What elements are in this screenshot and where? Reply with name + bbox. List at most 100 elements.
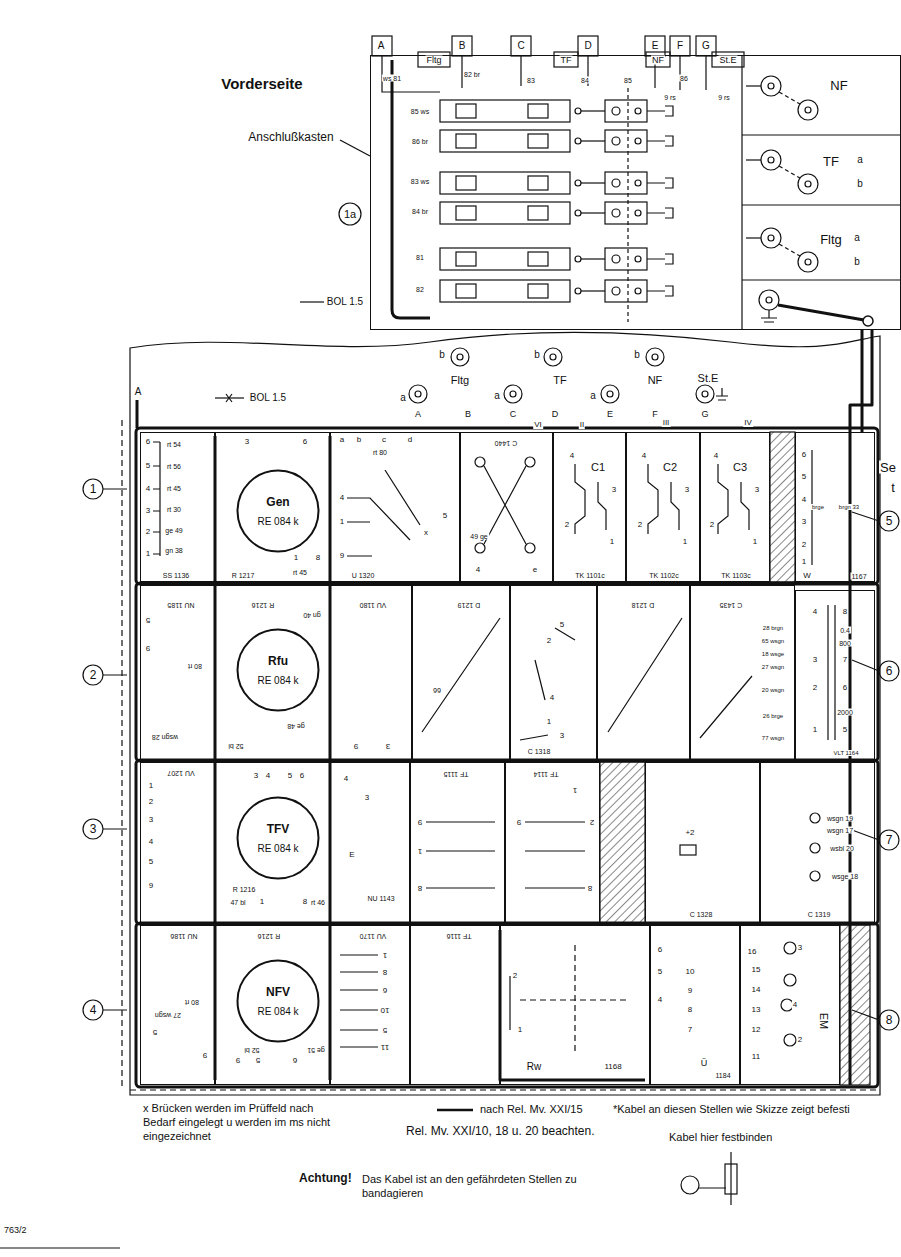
pin-label: rt 45 (292, 569, 308, 576)
pin-label: C (509, 410, 518, 419)
module-box: NU 1143 (330, 762, 410, 925)
pin-label: B (458, 41, 467, 51)
module-label: TK 1102c (648, 572, 679, 579)
pin-label: 85 (623, 77, 633, 84)
pin-label: BOL 1.5 (249, 393, 287, 403)
pin-label: 16 (747, 948, 758, 956)
module-label: NU 1186 (169, 933, 198, 940)
pin-label: 4 (792, 1001, 798, 1009)
pin-label: 5 (145, 462, 151, 470)
pin-label: 66 (432, 687, 442, 694)
module-box: NU 1186 (140, 925, 215, 1085)
module-label: TF (822, 155, 840, 168)
module-label: R 1217 (231, 572, 256, 579)
module-box: VU 1180 (330, 585, 412, 760)
pin-label: 3 (611, 486, 617, 494)
pin-label: 85 ws (410, 108, 430, 115)
pin-label: 9 (148, 882, 154, 890)
module-box: C 1319 (760, 762, 875, 925)
pin-label: 2 (801, 541, 807, 549)
callout-number: 2 (89, 669, 98, 681)
pin-label: 11 (380, 1043, 390, 1051)
pin-label: 20 wsgn (761, 687, 785, 693)
pin-label: wsbl 20 (829, 845, 855, 852)
pin-label: 77 wsgn (761, 735, 785, 741)
pin-label: 4 (641, 452, 647, 460)
pin-label: 1 (259, 898, 265, 906)
pin-label: 15 (751, 966, 762, 974)
module-box: D 1219 (412, 585, 510, 760)
pin-label: rt 56 (166, 463, 182, 470)
pin-label: 81 (415, 254, 425, 261)
pin-label: 9 (235, 1056, 241, 1064)
pin-label: wsgn 17 (826, 827, 854, 834)
module-box: U 1320 (330, 432, 460, 582)
pin-label: IV (743, 419, 753, 427)
pin-label: 3 (559, 732, 565, 740)
pin-label: 1 (145, 550, 151, 558)
module-label: C 1440 (494, 440, 519, 447)
module-label: 1184 (714, 1072, 731, 1079)
pin-label: x (423, 529, 429, 537)
module-box: VU 1170 (330, 925, 410, 1085)
pin-label: 2 (812, 684, 818, 692)
pin-label: NF (647, 375, 664, 386)
pin-label: rt 80 (372, 449, 388, 456)
pin-label: E (606, 410, 614, 419)
box-heading: Anschlußkasten (247, 131, 334, 143)
pin-label: ws 81 (382, 75, 402, 82)
module-box: VLT 1164 (795, 590, 875, 760)
pin-label: TF (560, 56, 573, 65)
module-label: C 1318 (527, 748, 552, 755)
module-label: C 1435 (719, 602, 744, 609)
module-label: W (802, 572, 812, 580)
pin-label: 13 (751, 1006, 762, 1014)
pin-label: BOL 1.5 (326, 297, 364, 307)
module-label: VU 1170 (359, 933, 388, 940)
pin-label: rt 54 (166, 441, 182, 448)
pin-label: 84 br (411, 208, 429, 215)
pin-label: 4 (713, 452, 719, 460)
module-box: C 1328 (645, 762, 760, 925)
pin-label: 1 (417, 847, 423, 855)
module-label: Ü (700, 1059, 709, 1068)
junction-box: AnschlußkastenNFTFFltg (370, 55, 901, 330)
pin-label: 49 ge (469, 533, 489, 540)
pin-label: a (339, 436, 345, 444)
pin-label: 5 (801, 473, 807, 481)
pin-label: 4 (801, 496, 807, 504)
module-label: VU 1180 (359, 602, 388, 609)
module-label: TFV (266, 823, 291, 835)
module-label: Rfu (267, 655, 289, 667)
tube-outline (236, 959, 320, 1043)
module-label: TF 1116 (445, 933, 472, 940)
pin-label: 1 (572, 786, 578, 794)
pin-label: a (853, 233, 861, 243)
pin-label: Fltg (425, 56, 442, 65)
module-label: SS 1136 (162, 572, 190, 579)
pin-label: Se (879, 461, 897, 474)
pin-label: b (853, 257, 861, 267)
pin-label: 6 (299, 772, 305, 780)
module-label: EM (818, 1012, 829, 1031)
module-box: R 1217GenRE 084 k (215, 432, 330, 582)
pin-label: 5 (559, 621, 565, 629)
pin-label: 5 (152, 1028, 158, 1036)
module-label: Fltg (819, 233, 843, 246)
pin-label: 3 (801, 518, 807, 526)
pin-label: 2 (148, 798, 154, 806)
pin-label: Fltg (450, 375, 470, 386)
pin-label: wsge 18 (831, 873, 859, 880)
callout-number: 5 (885, 515, 894, 527)
pin-label: 3 (145, 507, 151, 515)
pin-label: b (356, 436, 362, 444)
pin-label: gn 38 (164, 547, 184, 554)
pin-label: 12 (751, 1026, 762, 1034)
pin-label: D (551, 410, 560, 419)
pin-label: 7 (687, 1026, 693, 1034)
pin-label: brgn 33 (838, 504, 860, 510)
pin-label: 2 (546, 637, 552, 645)
pin-label: St.E (697, 373, 720, 384)
module-box: TK 1101c (553, 432, 626, 582)
pin-label: a (399, 393, 407, 403)
